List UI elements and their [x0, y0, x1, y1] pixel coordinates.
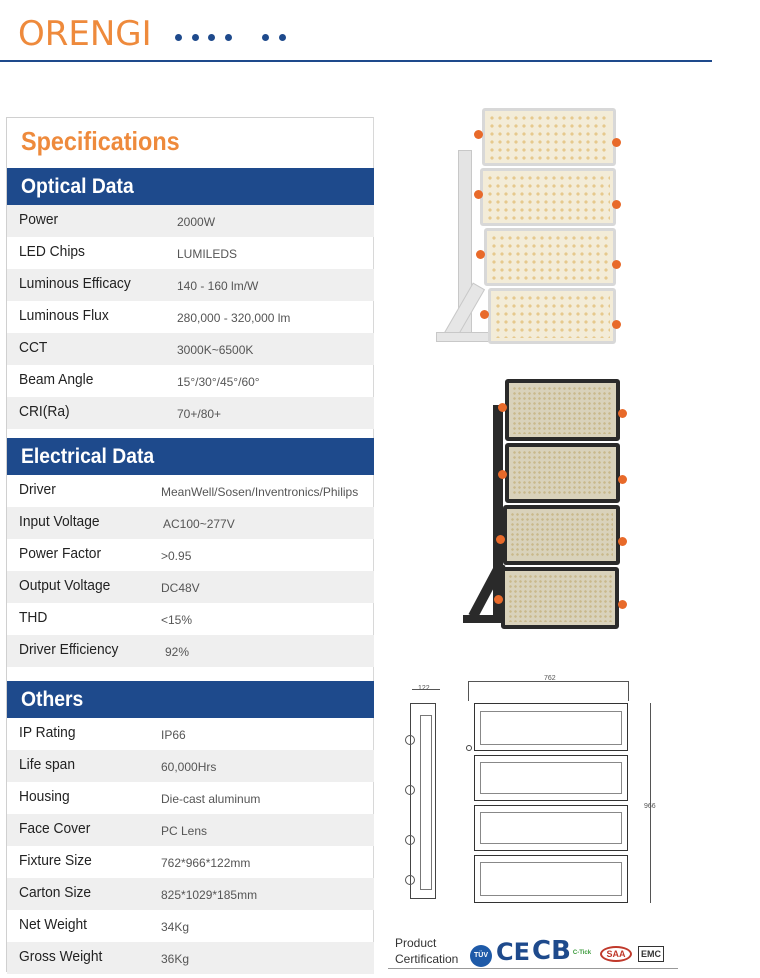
- white-floodlight-image: [430, 100, 630, 350]
- depth-dimension-label: 122: [418, 685, 430, 692]
- c-tick-mark-icon: C-Tick: [572, 950, 592, 956]
- technical-drawing: 122 762 966: [400, 675, 660, 915]
- optical-data-heading: Optical Data: [7, 168, 374, 205]
- black-floodlight-image: [455, 375, 630, 645]
- certification-label: Product Certification: [395, 936, 459, 966]
- specifications-title: Specifications: [21, 126, 180, 156]
- dot-icon: [192, 34, 199, 41]
- saa-mark-icon: SAA: [600, 946, 632, 962]
- width-dimension-label: 762: [544, 675, 556, 682]
- brand-logo: ORENGI: [18, 14, 152, 54]
- others-heading: Others: [7, 681, 374, 718]
- spec-row: CRI(Ra)70+/80+: [7, 397, 374, 429]
- header-divider: [0, 60, 712, 62]
- spec-row: Power Factor>0.95: [19, 545, 192, 563]
- ce-mark-icon: CE: [496, 938, 531, 966]
- spec-row: THD<15%: [19, 609, 193, 627]
- dot-icon: [279, 34, 286, 41]
- dot-icon: [175, 34, 182, 41]
- height-dimension-label: 966: [644, 803, 656, 810]
- certification-divider: [388, 968, 678, 969]
- emc-mark-icon: EMC: [638, 946, 664, 962]
- cb-mark-icon: CB: [532, 936, 571, 966]
- dot-icon: [208, 34, 215, 41]
- tuv-mark-icon: TÜV: [470, 945, 492, 967]
- dot-icon: [225, 34, 232, 41]
- dot-icon: [262, 34, 269, 41]
- electrical-data-heading: Electrical Data: [7, 438, 374, 475]
